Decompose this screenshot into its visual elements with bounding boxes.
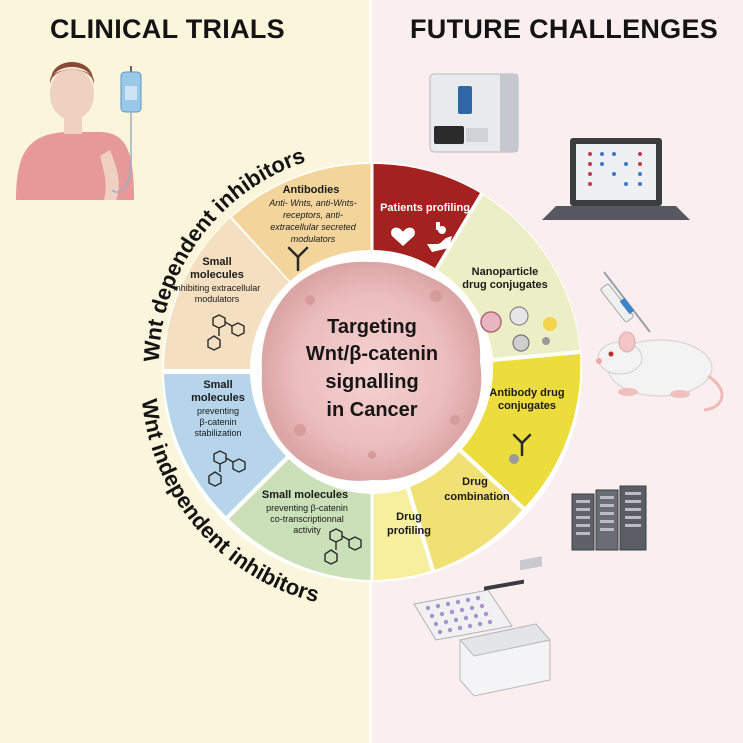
- center-title-line-1: Targeting: [327, 316, 417, 338]
- small-molecules-stabilization-desc-2: β-catenin: [199, 417, 236, 427]
- syringe-icon: [600, 271, 651, 333]
- drug-profiling-title-1: Drug: [396, 511, 422, 523]
- antibody-icon: [509, 433, 532, 464]
- heart-hand-icon: [391, 222, 452, 252]
- future-challenges-heading: FUTURE CHALLENGES: [410, 14, 719, 44]
- mouse-icon: [596, 331, 724, 412]
- laptop-icon: [542, 138, 690, 220]
- small-molecules-cotranscription-desc-3: activity: [293, 525, 321, 535]
- small-molecules-stabilization-title-2: molecules: [191, 392, 245, 404]
- drug-profiling-title-2: profiling: [387, 525, 431, 537]
- small-molecules-extracellular-desc-1: inhibiting extracellular: [174, 283, 261, 293]
- segment-drug-combination: [410, 452, 522, 570]
- patients-profiling-title: Patients profiling: [380, 202, 470, 214]
- well-plate-icon: [413, 589, 513, 641]
- small-molecules-cotranscription-title: Small molecules: [262, 489, 348, 501]
- small-molecules-extracellular-title-1: Small: [202, 256, 231, 268]
- small-molecules-stabilization-desc-1: preventing: [197, 406, 239, 416]
- small-molecules-stabilization-desc-3: stabilization: [194, 428, 241, 438]
- cancer-cell-icon: [261, 261, 482, 481]
- antibody-drug-title-1: Antibody drug: [489, 387, 564, 399]
- molecule-icon: [207, 314, 245, 351]
- center-title-line-4: in Cancer: [326, 399, 417, 421]
- molecule-icon: [324, 528, 362, 565]
- center-title-line-3: signalling: [325, 371, 418, 393]
- segment-antibody-drug: [462, 354, 581, 507]
- antibody-icon: [287, 246, 309, 272]
- plate-reader-icon: [459, 556, 551, 697]
- segment-small-molecules-extracellular: [164, 218, 289, 369]
- segment-small-molecules-stabilization: [164, 374, 286, 516]
- antibodies-title: Antibodies: [283, 184, 340, 196]
- segment-drug-profiling: [373, 489, 431, 580]
- iv-bag-icon: [111, 66, 142, 193]
- drug-combination-title-1: Drug: [462, 476, 488, 488]
- small-molecules-stabilization-title-1: Small: [203, 379, 232, 391]
- small-molecules-extracellular-desc-2: modulators: [195, 294, 240, 304]
- antibodies-desc-3: extracellular secreted: [270, 222, 357, 232]
- clinical-trials-heading: CLINICAL TRIALS: [50, 14, 285, 44]
- server-icon: [571, 485, 647, 551]
- segment-nanoparticle: [438, 195, 580, 358]
- antibodies-desc-1: Anti- Wnts, anti-Wnts-: [268, 198, 357, 208]
- nanoparticle-icon: [480, 306, 557, 352]
- small-molecules-extracellular-title-2: molecules: [190, 269, 244, 281]
- segment-small-molecules-cotranscription: [229, 459, 371, 580]
- nanoparticle-title-1: Nanoparticle: [472, 266, 539, 278]
- molecule-icon: [208, 450, 246, 487]
- small-molecules-cotranscription-desc-1: preventing β-catenin: [266, 503, 348, 513]
- small-molecules-cotranscription-desc-2: co-transcriptionnal: [270, 514, 344, 524]
- patient-icon: [16, 62, 134, 200]
- nanoparticle-title-2: drug conjugates: [462, 279, 548, 291]
- antibodies-desc-4: modulators: [291, 234, 336, 244]
- antibody-drug-title-2: conjugates: [498, 400, 556, 412]
- segment-antibodies: [232, 164, 371, 281]
- center-title-line-2: Wnt/β-catenin: [306, 343, 438, 365]
- antibodies-desc-2: receptors, anti-: [283, 210, 343, 220]
- sequencer-icon: [429, 73, 519, 153]
- drug-combination-title-2: combination: [444, 491, 510, 503]
